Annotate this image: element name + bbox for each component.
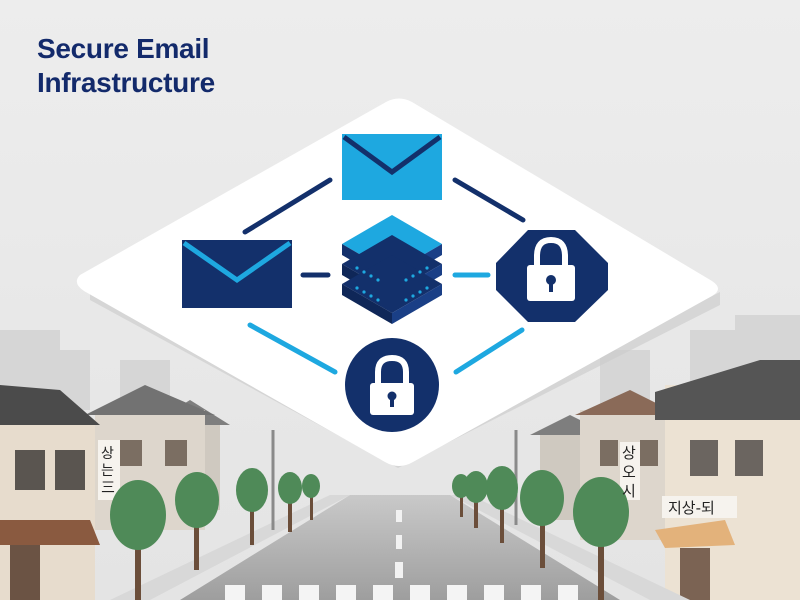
server-stack-icon bbox=[342, 215, 442, 324]
sign-right-line2: 오 bbox=[622, 463, 636, 481]
connector-lines bbox=[242, 177, 526, 375]
sign-left-line2: 는 bbox=[101, 463, 114, 479]
right-houses bbox=[530, 360, 800, 600]
trees bbox=[110, 466, 629, 600]
envelope-icon bbox=[342, 134, 442, 200]
title-line-1: Secure Email bbox=[37, 33, 210, 64]
title-line-2: Infrastructure bbox=[37, 67, 215, 98]
page-title: Secure Email Infrastructure bbox=[37, 32, 215, 100]
crosswalk bbox=[225, 585, 578, 600]
sign-right-horizontal: 지상-되 bbox=[668, 499, 715, 517]
sign-right-line3: 시 bbox=[622, 482, 636, 500]
sign-left-line1: 상 bbox=[101, 446, 114, 462]
sign-left-line3: 三 bbox=[101, 480, 115, 496]
sign-right-line1: 상 bbox=[622, 444, 636, 462]
envelope-icon bbox=[182, 240, 292, 308]
padlock-icon bbox=[345, 338, 439, 432]
padlock-icon bbox=[496, 230, 608, 322]
